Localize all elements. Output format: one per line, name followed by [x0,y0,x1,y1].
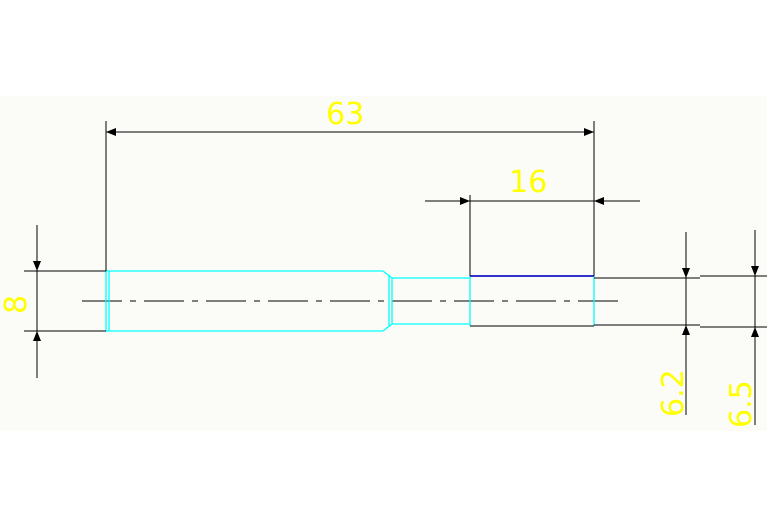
drawing-canvas[interactable] [0,96,767,431]
dimension-6-5-text: 6.5 [724,380,759,428]
dimension-6-2-text: 6.2 [656,369,691,417]
shaft-outline [105,270,595,332]
extension-lines [24,121,767,332]
dimension-63-text: 63 [326,97,364,132]
dimension-8-text: 8 [0,295,34,314]
dimension-16-text: 16 [509,165,547,200]
